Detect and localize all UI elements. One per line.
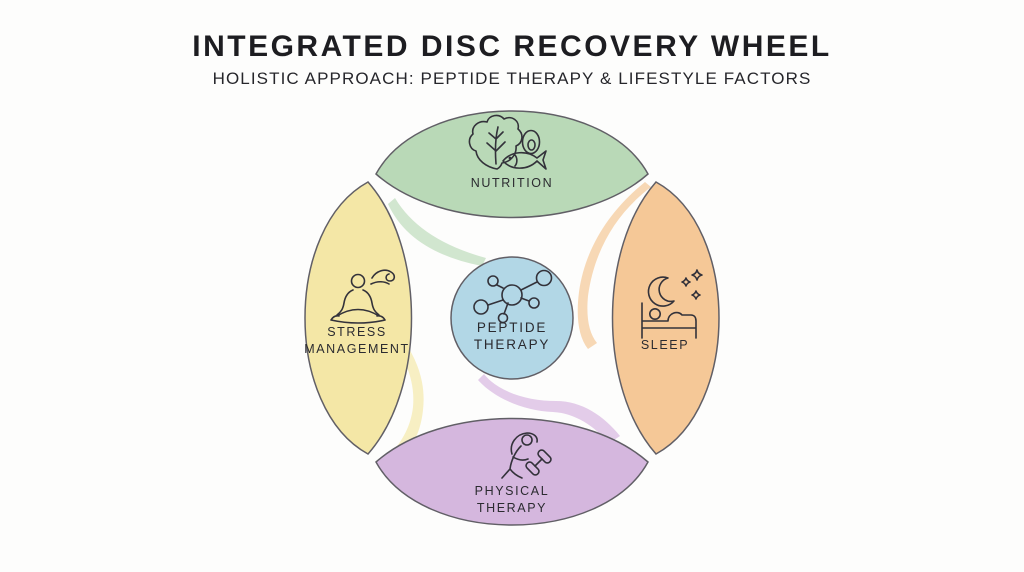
segment-physical-therapy: PHYSICAL THERAPY [375, 417, 649, 526]
sleep-label: SLEEP [641, 338, 689, 352]
nutrition-label: NUTRITION [471, 176, 553, 190]
stress-management-petal [304, 181, 413, 455]
center-circle [450, 256, 574, 380]
segment-nutrition: NUTRITION [375, 110, 649, 219]
healthy-food-icon [468, 114, 547, 170]
ribbon-sleep [577, 182, 651, 349]
exercise-icon [501, 432, 552, 479]
center-label-line1: PEPTIDE [477, 320, 547, 335]
ribbon-stress-management [390, 338, 424, 463]
segment-stress-management: STRESS MANAGEMENT [304, 181, 413, 455]
segment-sleep: SLEEP [611, 181, 720, 455]
connector-ribbons [388, 182, 651, 463]
meditation-icon [330, 269, 396, 324]
center-label-line2: THERAPY [474, 337, 550, 352]
physical-therapy-label-line2: THERAPY [477, 501, 547, 515]
page-title: INTEGRATED DISC RECOVERY WHEEL [192, 30, 832, 63]
stress-management-label-line2: MANAGEMENT [304, 342, 410, 356]
stress-management-label-line1: STRESS [327, 325, 387, 339]
ribbon-nutrition [388, 198, 486, 266]
center-hub: PEPTIDE THERAPY [450, 256, 574, 380]
ribbon-physical-therapy [478, 374, 620, 444]
nutrition-petal [375, 110, 649, 219]
sleep-icon [641, 269, 703, 339]
molecule-icon [473, 269, 553, 324]
page-subtitle: HOLISTIC APPROACH: PEPTIDE THERAPY & LIF… [212, 69, 812, 88]
sleep-petal [611, 181, 720, 455]
physical-therapy-label-line1: PHYSICAL [475, 484, 550, 498]
